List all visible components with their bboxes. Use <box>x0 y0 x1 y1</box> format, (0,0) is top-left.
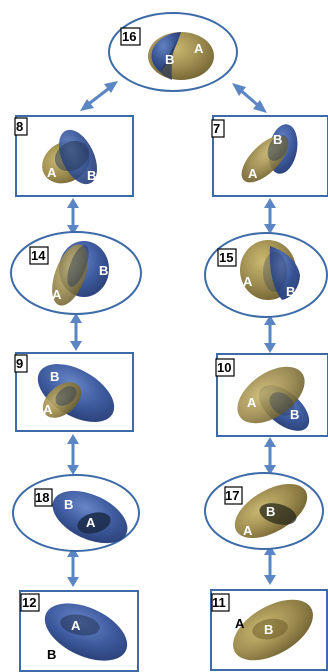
state-9-b-label: B <box>50 369 59 384</box>
connections <box>67 81 276 587</box>
state-11-a-label: A <box>235 616 245 631</box>
state-14-a-label: A <box>52 287 62 302</box>
state-7-b-label: B <box>273 132 282 147</box>
arrow-17-11 <box>264 545 276 585</box>
state-17-b-label: B <box>266 504 275 519</box>
state-15-b-label: B <box>286 284 295 299</box>
state-15-shapes <box>240 240 300 300</box>
state-8-a-label: A <box>47 165 57 180</box>
state-16-number: 16 <box>122 29 136 44</box>
state-10-number-box <box>215 358 235 377</box>
state-12-a-label: A <box>71 618 81 633</box>
state-7-shapes <box>241 124 298 183</box>
arrow-14-9 <box>70 313 82 351</box>
arrow-16-8 <box>80 81 118 111</box>
state-11: A B 11 <box>210 589 328 671</box>
state-18-shapes <box>52 490 128 544</box>
state-10-shapes <box>237 366 310 431</box>
state-12-number-box <box>20 593 40 612</box>
state-16-number-box <box>120 27 141 46</box>
state-11-number: 11 <box>212 595 226 610</box>
state-12-b-label: B <box>47 647 56 662</box>
state-12-number: 12 <box>22 595 36 610</box>
state-18-number-box <box>34 488 53 507</box>
state-8-shapes <box>42 129 97 185</box>
state-10-number: 10 <box>217 360 231 375</box>
state-15-number-box <box>217 248 237 267</box>
arrow-18-12 <box>67 547 79 587</box>
state-11-b-label: B <box>264 622 273 637</box>
state-7: A B 7 <box>211 115 328 197</box>
arrow-15-10 <box>264 315 276 353</box>
state-11-number-box <box>211 593 230 612</box>
state-14-number-box <box>29 246 49 265</box>
state-15-a-label: A <box>243 274 253 289</box>
state-14-shapes <box>52 241 109 306</box>
state-8-number: 8 <box>16 119 23 134</box>
state-17-number-box <box>224 486 243 505</box>
arrow-16-7 <box>232 83 267 113</box>
state-9-number-box <box>14 354 28 373</box>
arrow-10-17 <box>264 437 276 475</box>
state-9-shapes <box>37 364 115 422</box>
state-18-a-label: A <box>86 515 96 530</box>
arrow-8-14 <box>67 198 79 235</box>
state-14: A B 14 <box>10 231 142 315</box>
state-18-b-label: B <box>64 497 73 512</box>
state-17-shapes <box>234 483 308 539</box>
state-16-shapes <box>148 32 214 80</box>
state-10: A B 10 <box>215 353 328 437</box>
state-16-a-label: A <box>194 41 204 56</box>
state-17: A B 17 <box>204 472 324 550</box>
state-9: A B 9 <box>14 352 134 432</box>
state-8-number-box <box>14 117 28 136</box>
state-10-b-label: B <box>290 407 299 422</box>
state-7-a-label: A <box>248 166 258 181</box>
state-16: A B 16 <box>108 12 238 92</box>
state-8: A B 8 <box>14 115 134 197</box>
state-18: A B 18 <box>12 474 140 552</box>
state-7-number-box <box>211 119 225 138</box>
state-17-a-label: A <box>243 523 253 538</box>
state-11-shapes <box>233 599 313 661</box>
state-15: A B 15 <box>204 232 328 318</box>
state-9-number: 9 <box>16 356 23 371</box>
state-7-number: 7 <box>213 121 220 136</box>
state-8-b-label: B <box>87 168 96 183</box>
arrow-7-15 <box>264 198 276 234</box>
state-9-a-label: A <box>43 402 53 417</box>
state-14-number: 14 <box>31 248 46 263</box>
state-14-b-label: B <box>99 263 108 278</box>
state-16-b-label: B <box>165 52 174 67</box>
state-12: A B 12 <box>19 590 139 672</box>
state-12-shapes <box>44 603 128 661</box>
state-10-a-label: A <box>247 395 257 410</box>
state-17-number: 17 <box>225 488 239 503</box>
state-18-number: 18 <box>35 490 49 505</box>
arrow-9-18 <box>67 434 79 475</box>
state-15-number: 15 <box>219 250 233 265</box>
